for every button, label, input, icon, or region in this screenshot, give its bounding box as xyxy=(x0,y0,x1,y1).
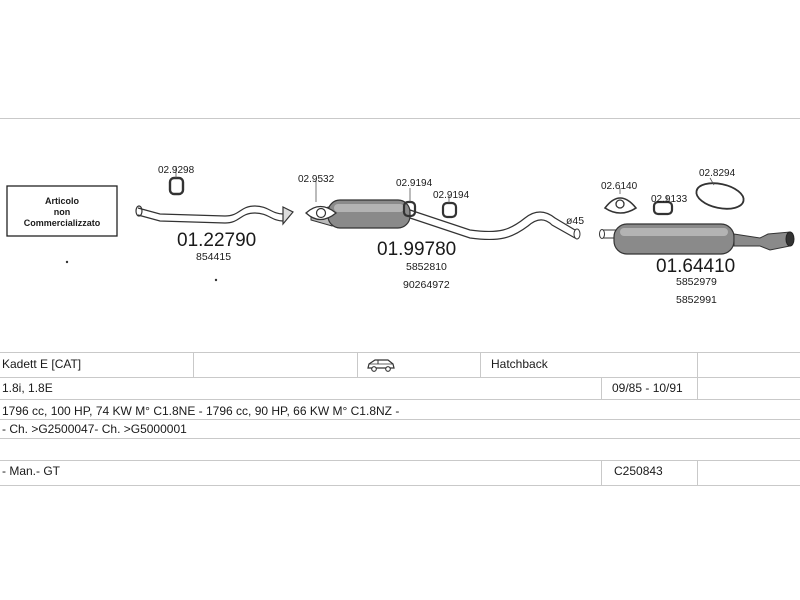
table-bottom-border xyxy=(0,485,800,486)
col-divider xyxy=(697,352,698,377)
part-label-02-9133: 02.9133 xyxy=(651,194,688,205)
manufacturer-cell: - Man.- GT xyxy=(2,464,61,478)
chassis-cell: - Ch. >G2500047- Ch. >G5000001 xyxy=(2,422,187,436)
centre-muffler-drawing xyxy=(310,199,581,241)
assembly-code-centre: 01.99780 xyxy=(377,239,456,260)
part-label-02-8294: 02.8294 xyxy=(699,168,736,179)
period-cell: 09/85 - 10/91 xyxy=(612,381,683,395)
row-divider xyxy=(0,419,800,420)
col-divider xyxy=(697,460,698,485)
col-divider xyxy=(601,460,602,485)
not-available-line1: Articolo xyxy=(45,196,80,206)
col-divider xyxy=(480,352,481,377)
top-divider xyxy=(0,118,800,119)
assembly-ref-centre-2: 90264972 xyxy=(403,279,450,291)
assembly-ref-rear-2: 5852991 xyxy=(676,294,717,306)
gasket-02-8294-drawing xyxy=(695,177,745,210)
col-divider xyxy=(697,377,698,399)
pipe-diameter-label: ø45 xyxy=(566,215,584,227)
row-divider xyxy=(0,377,800,378)
assembly-ref-rear-1: 5852979 xyxy=(676,276,717,288)
table-top-border xyxy=(0,352,800,353)
col-divider xyxy=(193,352,194,377)
clamp-02-9133-drawing xyxy=(652,196,674,216)
not-available-box: Articolo non Commercializzato xyxy=(6,185,118,237)
part-label-02-9194-a: 02.9194 xyxy=(396,178,433,189)
not-available-line2: non xyxy=(54,207,71,217)
clamp-02-9194-a-drawing xyxy=(402,188,417,218)
part-label-02-9194-b: 02.9194 xyxy=(433,190,470,201)
assembly-ref-centre-1: 5852810 xyxy=(406,261,447,273)
clamp-02-9194-b-drawing xyxy=(441,196,458,219)
row-divider xyxy=(0,399,800,400)
part-label-02-9298: 02.9298 xyxy=(158,165,195,176)
part-label-02-6140: 02.6140 xyxy=(601,181,638,192)
assembly-code-rear: 01.64410 xyxy=(656,256,735,277)
dot-marker xyxy=(214,278,218,282)
engine-cell: 1.8i, 1.8E xyxy=(2,381,53,395)
rear-muffler-drawing xyxy=(599,223,795,255)
specs-cell: 1796 cc, 100 HP, 74 KW M° C1.8NE - 1796 … xyxy=(2,404,400,418)
row-divider xyxy=(0,438,800,439)
not-available-line3: Commercializzato xyxy=(24,218,101,228)
row-divider xyxy=(0,460,800,461)
exhaust-system-diagram: Articolo non Commercializzato xyxy=(6,165,795,306)
part-label-02-9532: 02.9532 xyxy=(298,174,335,185)
col-divider xyxy=(601,377,602,399)
front-pipe-drawing xyxy=(135,205,294,226)
assembly-ref-front: 854415 xyxy=(196,251,231,263)
hanger-02-6140-drawing xyxy=(603,188,638,214)
dot-marker xyxy=(65,260,69,264)
assembly-code-front: 01.22790 xyxy=(177,230,256,251)
model-cell: Kadett E [CAT] xyxy=(2,357,82,371)
car-body-icon xyxy=(366,357,396,376)
clamp-02-9298-drawing xyxy=(168,166,185,196)
catalog-code-cell: C250843 xyxy=(614,464,663,478)
gasket-02-9532-drawing xyxy=(305,180,338,221)
col-divider xyxy=(357,352,358,377)
body-type-cell: Hatchback xyxy=(491,357,548,371)
